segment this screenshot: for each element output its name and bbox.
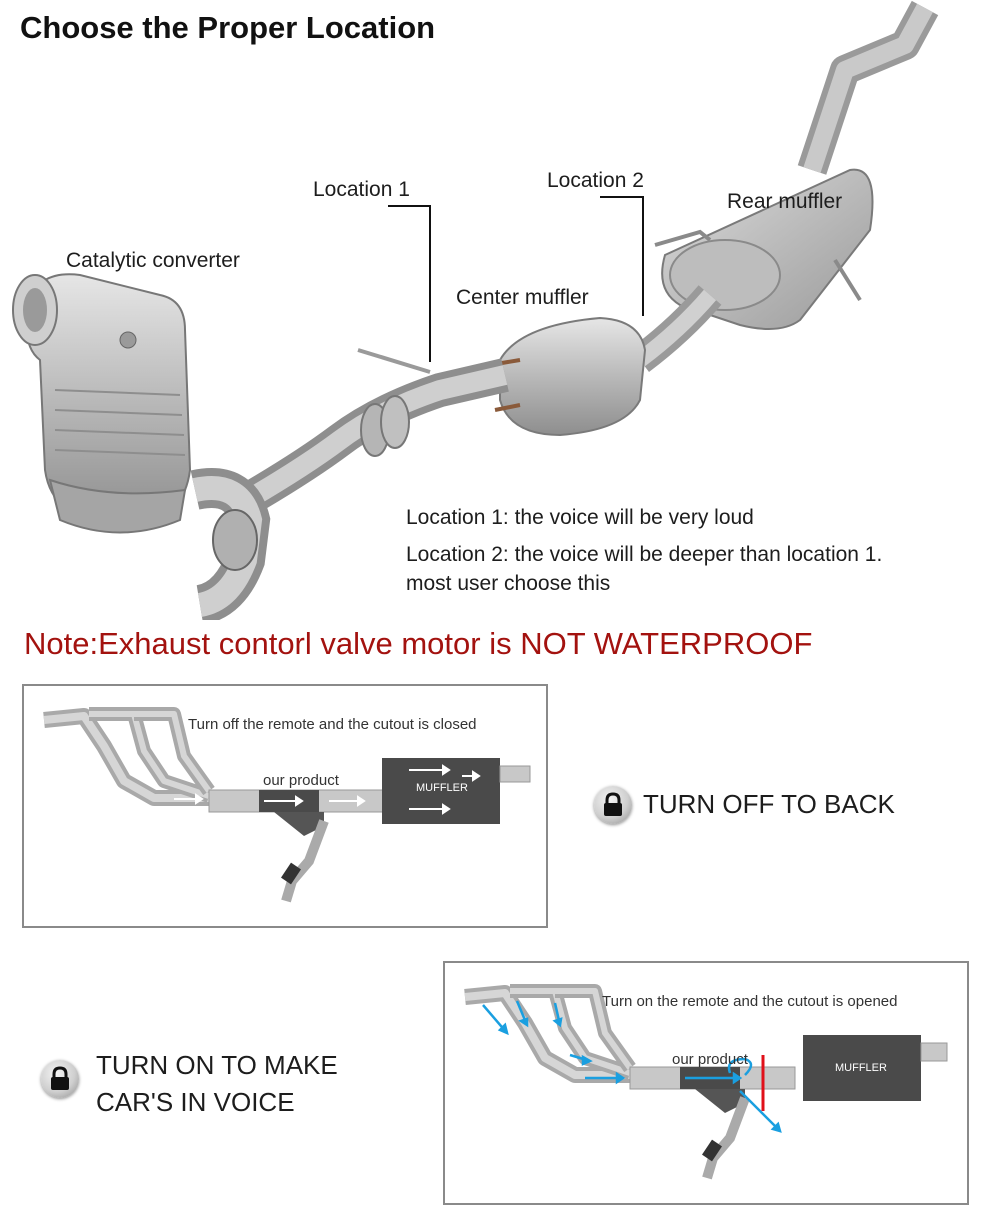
our-product-label: our product bbox=[263, 772, 339, 789]
turn-on-text-line1: TURN ON TO MAKE bbox=[96, 1050, 338, 1080]
muffler-label: MUFFLER bbox=[416, 782, 468, 794]
location-2-description: Location 2: the voice will be deeper tha… bbox=[406, 543, 883, 566]
center-muffler-label: Center muffler bbox=[456, 286, 589, 309]
lock-closed-icon bbox=[594, 786, 632, 824]
turn-on-text-line2: CAR'S IN VOICE bbox=[96, 1087, 295, 1117]
center-muffler-shape bbox=[489, 316, 647, 437]
our-product-label: our product bbox=[672, 1051, 748, 1068]
location-2-label: Location 2 bbox=[547, 169, 644, 192]
cutout-opened-panel: Turn on the remote and the cutout is ope… bbox=[443, 961, 969, 1205]
down-pipe bbox=[190, 468, 271, 620]
cutout-opened-caption: Turn on the remote and the cutout is ope… bbox=[602, 993, 898, 1010]
location-1-label: Location 1 bbox=[313, 178, 410, 201]
location-1-description: Location 1: the voice will be very loud bbox=[406, 506, 754, 529]
recommendation-text: most user choose this bbox=[406, 572, 611, 595]
catalytic-converter-shape bbox=[12, 273, 192, 534]
cutout-closed-caption: Turn off the remote and the cutout is cl… bbox=[188, 716, 477, 733]
location-1-leader-line bbox=[388, 205, 431, 362]
exhaust-system-illustration bbox=[12, 0, 939, 620]
rear-muffler-label: Rear muffler bbox=[727, 190, 843, 213]
cutout-closed-panel: Turn off the remote and the cutout is cl… bbox=[22, 684, 548, 928]
tailpipe bbox=[797, 0, 939, 175]
page-title: Choose the Proper Location bbox=[20, 10, 436, 45]
muffler-label: MUFFLER bbox=[835, 1062, 887, 1074]
flex-joint bbox=[360, 395, 410, 457]
cutout-opened-diagram bbox=[464, 984, 948, 1180]
lock-open-icon bbox=[41, 1060, 79, 1098]
waterproof-note: Note:Exhaust contorl valve motor is NOT … bbox=[24, 626, 813, 661]
cutout-closed-diagram bbox=[43, 707, 531, 903]
location-2-leader-line bbox=[600, 196, 644, 316]
turn-off-text: TURN OFF TO BACK bbox=[643, 789, 895, 819]
catalytic-converter-label: Catalytic converter bbox=[66, 249, 240, 272]
